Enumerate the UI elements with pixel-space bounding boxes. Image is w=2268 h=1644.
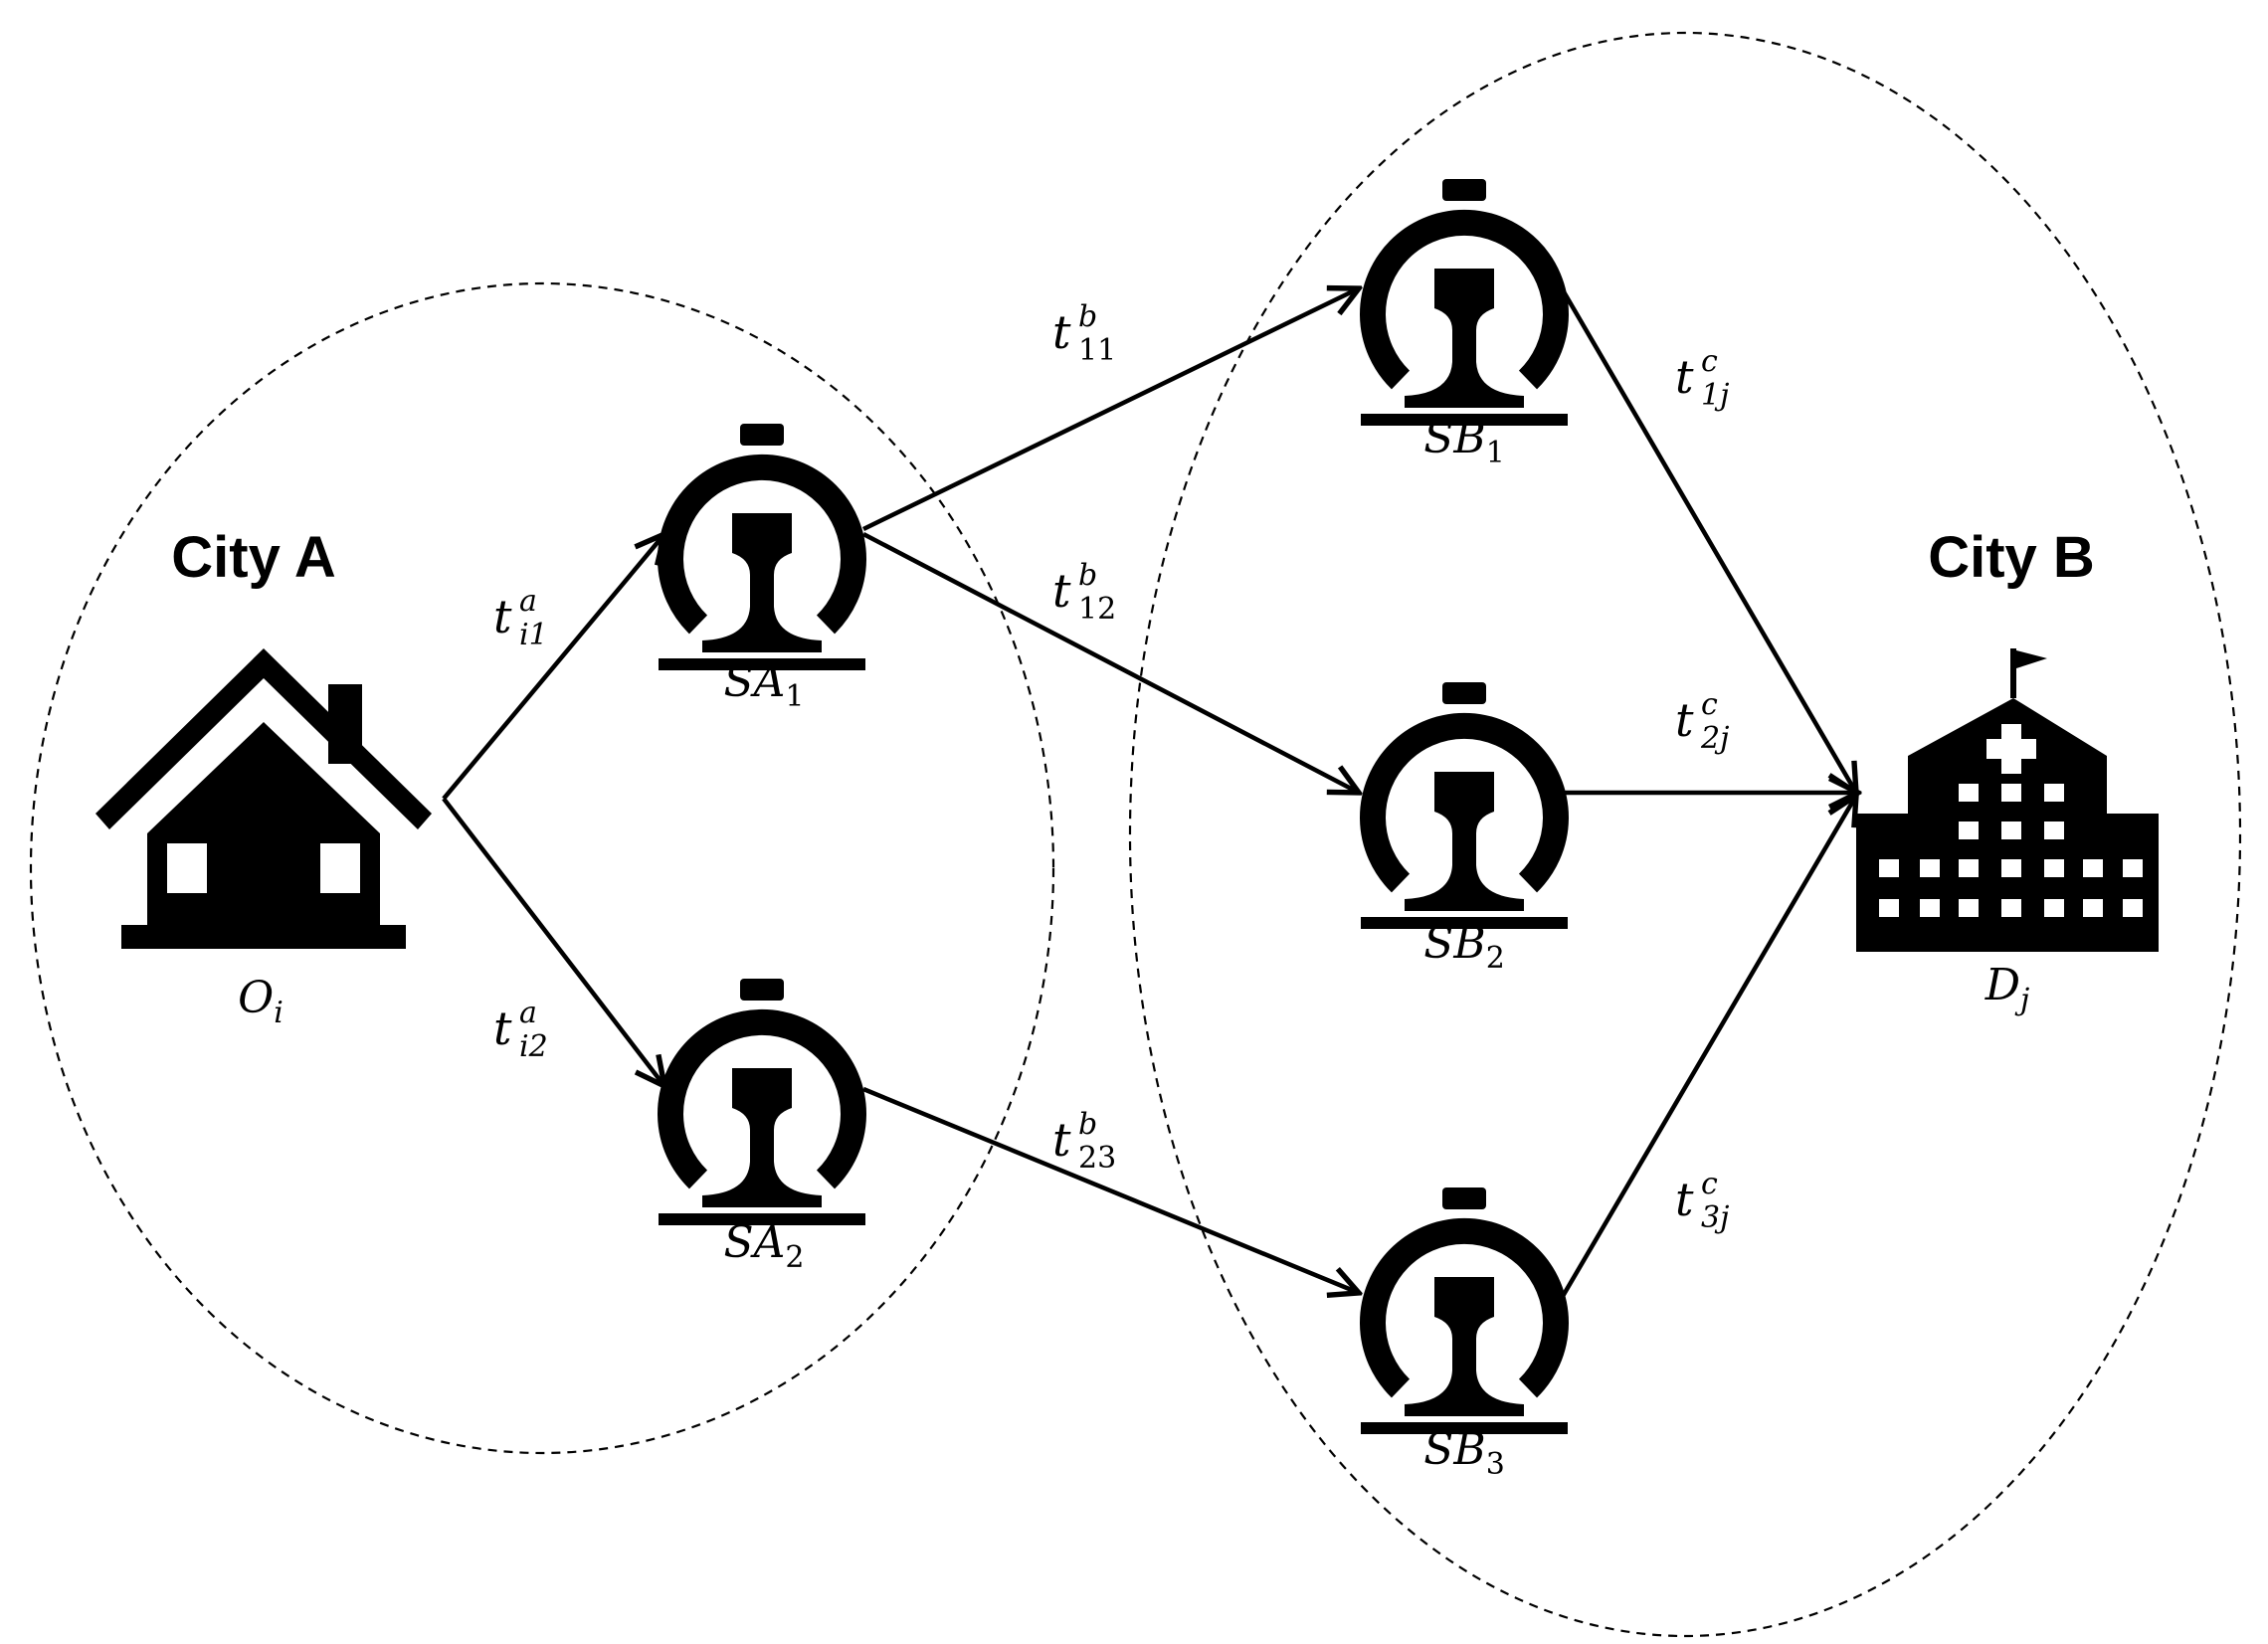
svg-text:t: t [1675, 693, 1694, 747]
hospital-window [2001, 784, 2021, 802]
svg-text:11: 11 [1078, 333, 1116, 368]
hospital-window [2001, 822, 2021, 839]
svg-text:2j: 2j [1700, 721, 1729, 756]
city-a-label: City A [171, 525, 335, 590]
railway-station-icon [1361, 682, 1568, 929]
svg-text:t: t [1052, 305, 1071, 359]
node-label-origin: Oi [238, 973, 284, 1030]
hospital-window [2001, 859, 2021, 877]
hospital-window [1959, 859, 1979, 877]
node-label-sb3: SB3 [1423, 1424, 1505, 1482]
hospital-window [2083, 859, 2103, 877]
railway-station-icon [1361, 179, 1568, 426]
edge-label-t-i1-a: t a i1 [493, 584, 548, 652]
edge-label-t-2j-c: t c 2j [1675, 687, 1729, 756]
hospital-window [2123, 899, 2143, 917]
railway-station-icon [1361, 1187, 1568, 1434]
house-icon [95, 648, 432, 949]
hospital-window [1959, 784, 1979, 802]
railway-station-icon [659, 424, 865, 670]
edge-sa1-sb1 [862, 288, 1359, 532]
node-label-sa2: SA2 [723, 1217, 804, 1275]
svg-text:t: t [493, 590, 512, 643]
city-b-region [1128, 31, 2242, 1638]
svg-text:12: 12 [1078, 592, 1116, 627]
svg-text:c: c [1701, 344, 1718, 379]
svg-text:i2: i2 [519, 1029, 548, 1064]
hospital-window [1879, 899, 1899, 917]
hospital-window [2044, 822, 2064, 839]
svg-text:a: a [519, 996, 537, 1030]
edge-o-sa2 [442, 797, 664, 1086]
hospital-window [1879, 859, 1899, 877]
node-label-sa1: SA1 [723, 656, 804, 714]
edge-sa2-sb3 [862, 1086, 1359, 1293]
node-label-dest: Dj [1984, 960, 2030, 1017]
edge-sa1-sb2 [861, 532, 1359, 793]
svg-text:t: t [1675, 350, 1694, 404]
hospital-window [1959, 822, 1979, 839]
hospital-window [1920, 859, 1940, 877]
node-label-sb1: SB1 [1423, 413, 1505, 470]
hospital-window [2044, 859, 2064, 877]
edge-sb3-d [1560, 796, 1856, 1300]
svg-text:a: a [519, 584, 537, 619]
edge-label-t-3j-c: t c 3j [1675, 1167, 1729, 1235]
svg-text:c: c [1701, 687, 1718, 722]
svg-text:b: b [1078, 299, 1097, 334]
svg-text:t: t [1052, 564, 1071, 618]
edge-o-sa1 [442, 534, 664, 801]
svg-text:t: t [1675, 1173, 1694, 1226]
svg-text:23: 23 [1078, 1141, 1116, 1176]
svg-text:b: b [1078, 558, 1097, 593]
svg-text:t: t [493, 1002, 512, 1055]
hospital-window [1920, 899, 1940, 917]
edge-label-t-i2-a: t a i2 [493, 996, 548, 1064]
edge-label-t-1j-c: t c 1j [1675, 344, 1729, 413]
node-label-sb2: SB2 [1423, 918, 1505, 976]
svg-text:b: b [1078, 1107, 1097, 1142]
svg-text:c: c [1701, 1167, 1718, 1201]
edge-label-t-11-b: t b 11 [1052, 299, 1116, 368]
hospital-window [2044, 899, 2064, 917]
svg-text:1j: 1j [1701, 378, 1729, 413]
hospital-icon [1856, 648, 2159, 952]
edge-label-t-23-b: t b 23 [1052, 1107, 1116, 1176]
hospital-window [2001, 899, 2021, 917]
hospital-window [2123, 859, 2143, 877]
city-a-region [29, 281, 1055, 1455]
hospital-window [2044, 784, 2064, 802]
edge-sb1-d [1560, 286, 1856, 793]
city-b-label: City B [1928, 525, 2095, 590]
svg-text:3j: 3j [1701, 1200, 1729, 1235]
svg-text:i1: i1 [519, 618, 548, 652]
edge-label-t-12-b: t b 12 [1052, 558, 1116, 627]
hospital-window [1959, 899, 1979, 917]
railway-station-icon [659, 979, 865, 1225]
svg-text:t: t [1052, 1113, 1071, 1167]
hospital-window [2083, 899, 2103, 917]
